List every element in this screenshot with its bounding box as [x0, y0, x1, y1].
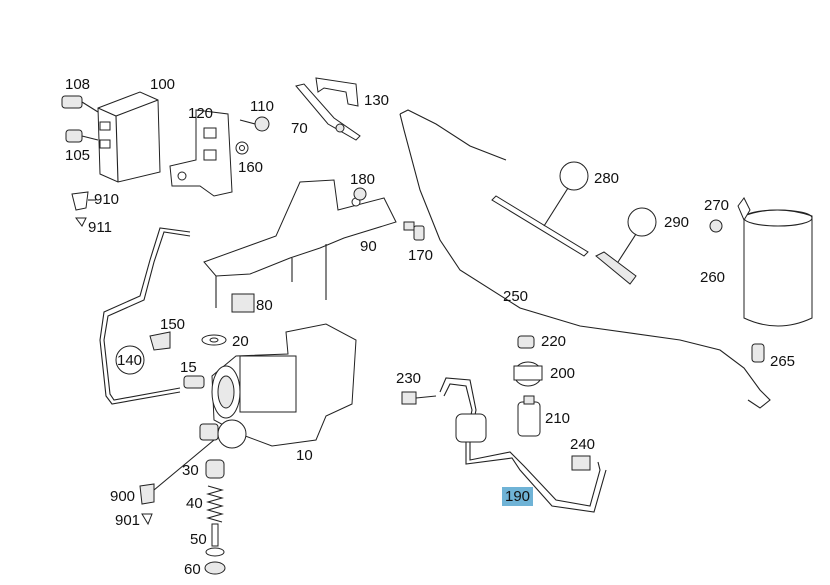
bracket-90: [203, 179, 397, 308]
callout-260: 260: [700, 269, 726, 286]
strap-70: [295, 83, 361, 141]
callout-30: 30: [182, 462, 199, 479]
callout-290: 290: [664, 214, 690, 231]
callout-150: 150: [160, 316, 186, 333]
callout-108: 108: [65, 76, 91, 93]
bushing-30: [205, 459, 225, 479]
compressor-10: [199, 323, 357, 449]
callout-250: 250: [503, 288, 529, 305]
callout-901: 901: [115, 512, 141, 529]
callout-210: 210: [545, 410, 571, 427]
bushing-60: [204, 561, 226, 575]
callout-220: 220: [541, 333, 567, 350]
callout-900: 900: [110, 488, 136, 505]
bolt-230: [401, 391, 437, 405]
callout-190-highlighted: 190: [502, 487, 534, 506]
callout-180: 180: [350, 171, 376, 188]
nut-270: [709, 219, 723, 233]
callout-200: 200: [550, 365, 576, 382]
clip-150: [149, 331, 171, 351]
callout-270: 270: [704, 197, 730, 214]
callout-240: 240: [570, 436, 596, 453]
washer-160: [235, 141, 249, 155]
clip-240: [571, 455, 591, 471]
clip-910: [71, 191, 96, 211]
line-140: [99, 227, 191, 405]
callout-10: 10: [296, 447, 313, 464]
valve-265: [751, 343, 765, 363]
callout-70: 70: [291, 120, 308, 137]
connector-105: [65, 129, 99, 143]
relay-module-100: [97, 91, 161, 183]
callout-60: 60: [184, 561, 201, 578]
callout-20: 20: [232, 333, 249, 350]
callout-280: 280: [594, 170, 620, 187]
bolt-170: [403, 221, 425, 241]
callout-265: 265: [770, 353, 796, 370]
callout-40: 40: [186, 495, 203, 512]
bracket-120: [169, 109, 233, 197]
callout-105: 105: [65, 147, 91, 164]
callout-230: 230: [396, 370, 422, 387]
filter-210: [517, 395, 541, 437]
clip-911: [75, 217, 87, 227]
pin-50: [205, 523, 225, 557]
bracket-130: [315, 77, 359, 107]
callout-100: 100: [150, 76, 176, 93]
clip-901: [141, 513, 153, 526]
callout-911: 911: [88, 219, 112, 236]
callout-90: 90: [360, 238, 377, 255]
sensor-220: [517, 335, 535, 349]
callout-140: 140: [117, 352, 143, 369]
nut-180: [353, 187, 367, 201]
callout-50: 50: [190, 531, 207, 548]
callout-160: 160: [238, 159, 264, 176]
reservoir-260: [743, 209, 813, 327]
clip-80: [231, 293, 255, 313]
screw-110: [239, 116, 270, 132]
connector-108: [61, 95, 99, 113]
clip-900: [139, 439, 215, 505]
line-190: [439, 377, 607, 513]
callout-15: 15: [180, 359, 197, 376]
spring-40: [205, 485, 225, 523]
line-250: [399, 109, 771, 409]
callout-120: 120: [188, 105, 214, 122]
callout-170: 170: [408, 247, 434, 264]
fitting-290: [595, 207, 657, 285]
callout-110: 110: [250, 98, 274, 115]
valve-200: [513, 361, 543, 387]
bracket-270: [737, 197, 751, 222]
washer-20: [201, 334, 227, 346]
callout-80: 80: [256, 297, 273, 314]
callout-910: 910: [94, 191, 120, 208]
rod-280: [491, 161, 589, 257]
fitting-15: [183, 375, 205, 389]
callout-130: 130: [364, 92, 390, 109]
